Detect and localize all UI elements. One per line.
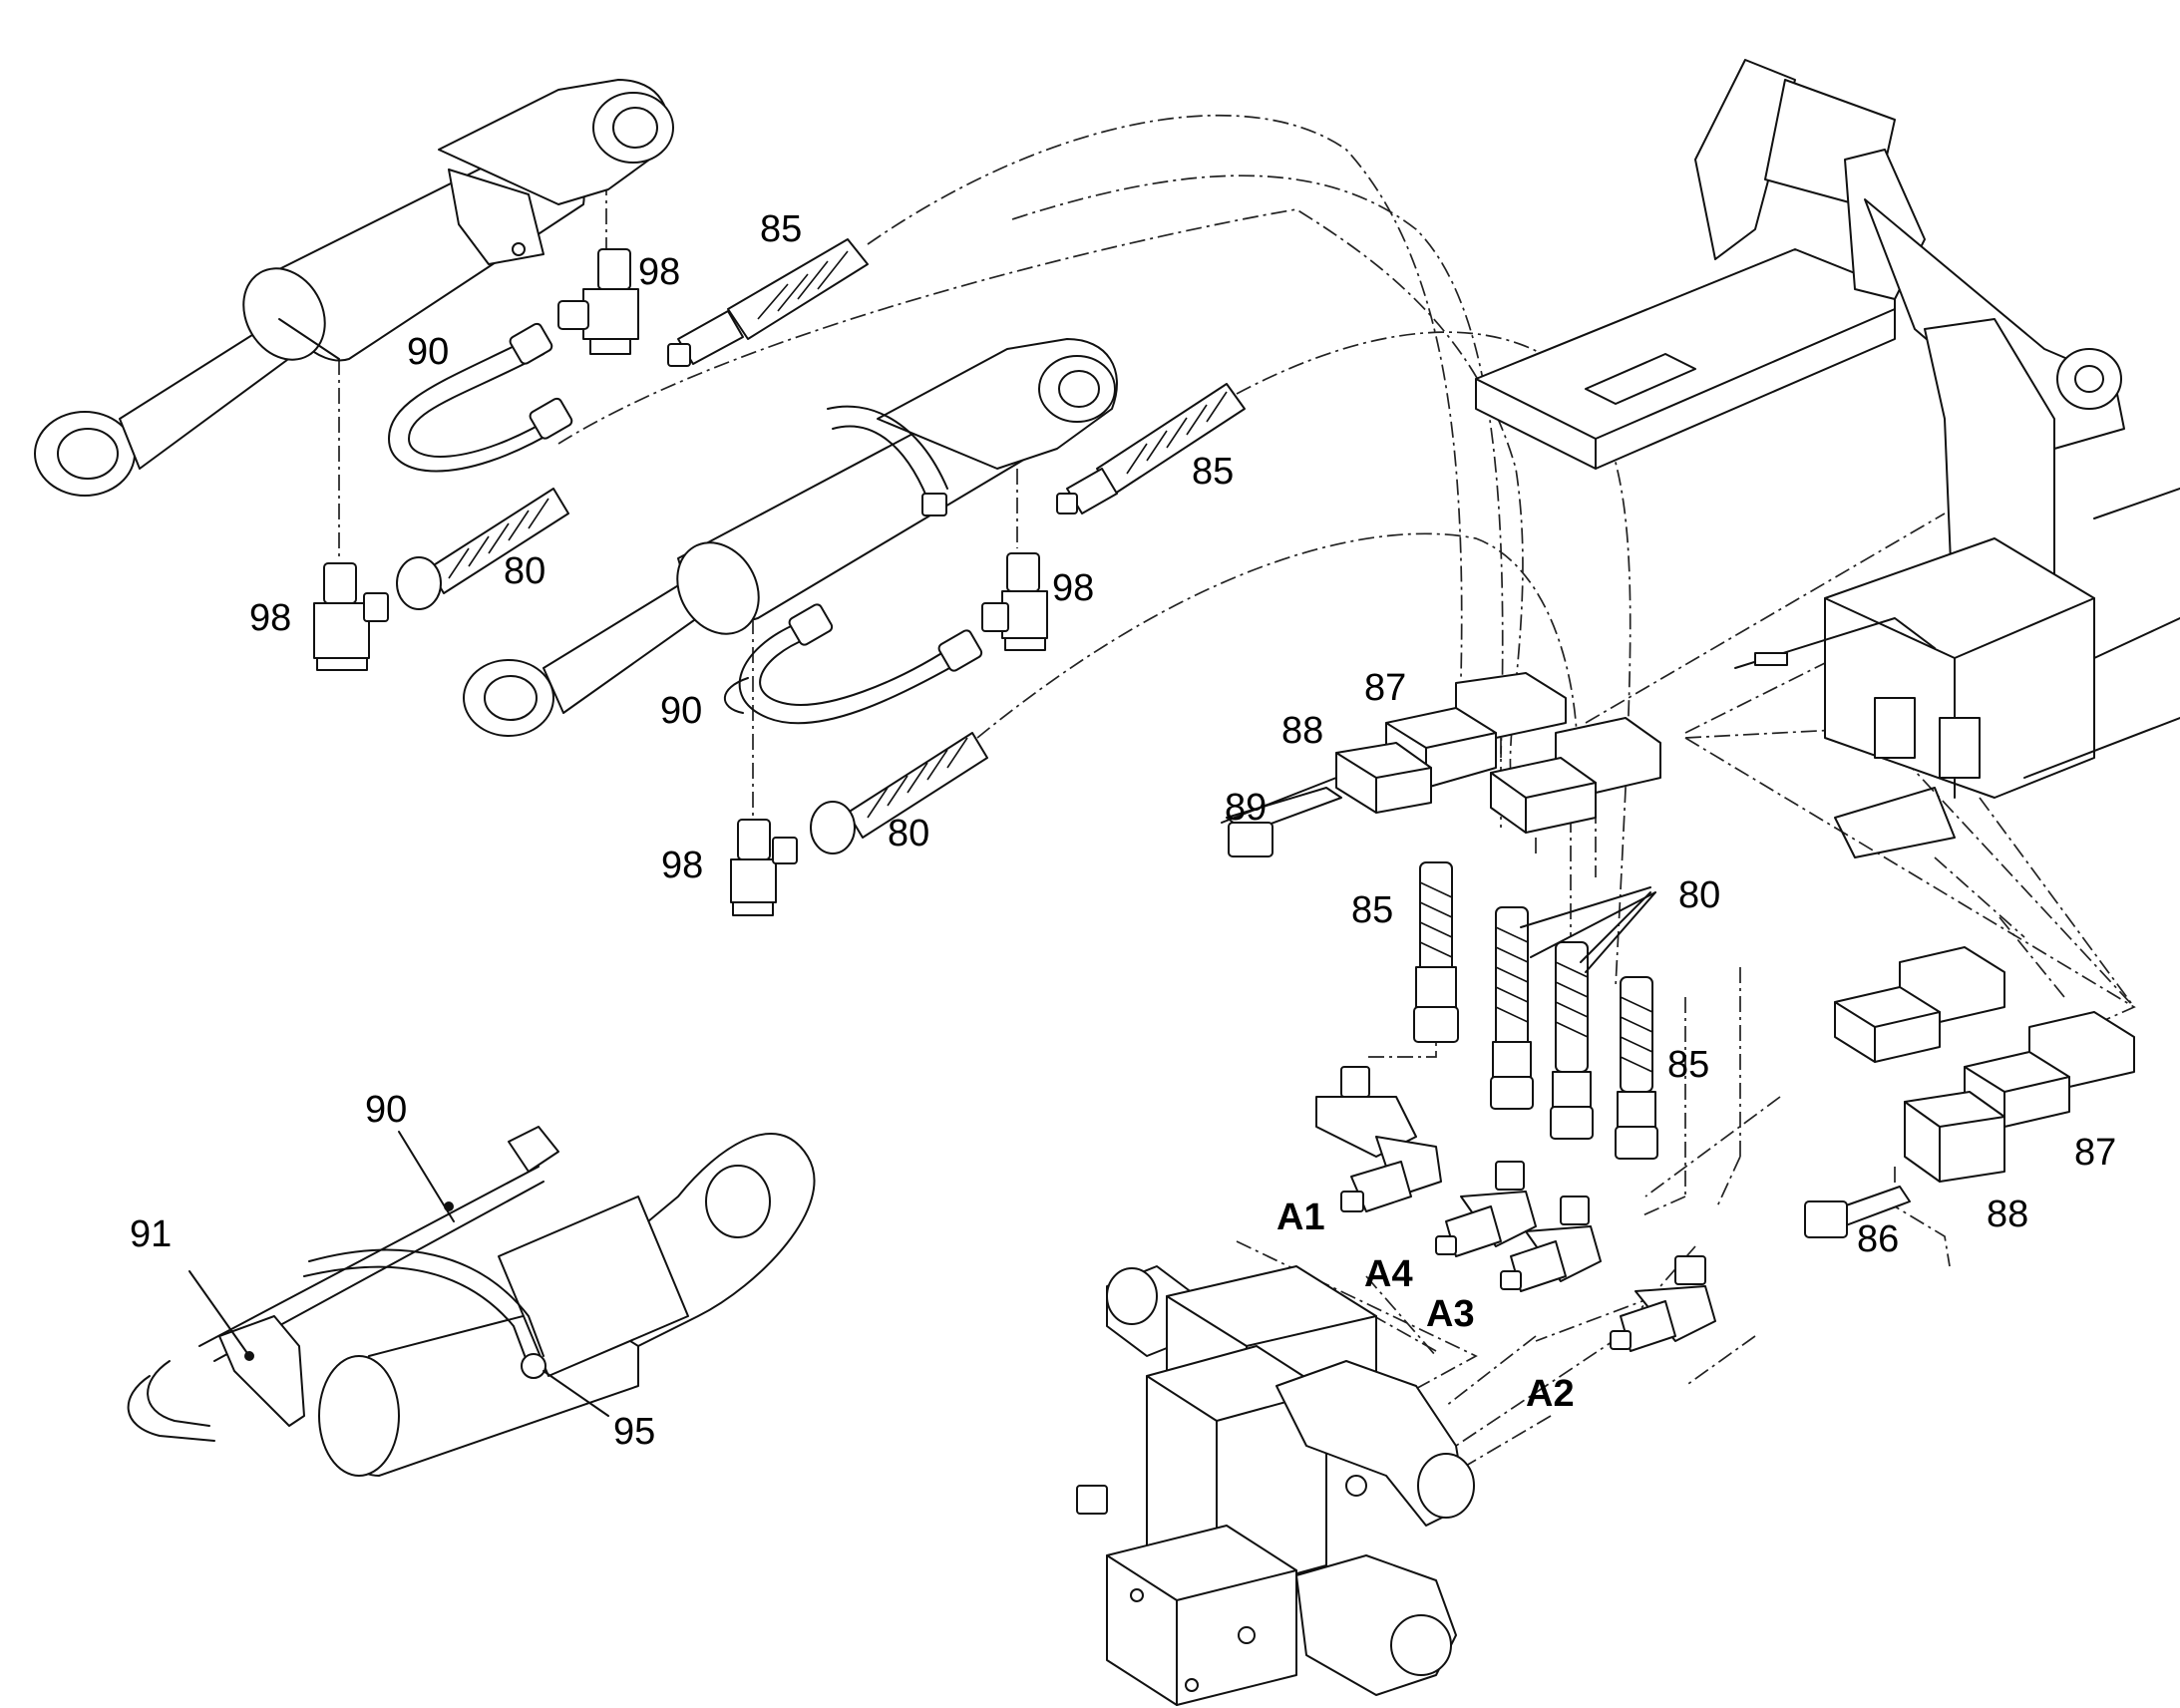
hose-80-b [1550, 941, 1594, 1140]
bent-tube-90-top [388, 322, 573, 473]
callout-89-bolt: 89 [1225, 787, 1267, 829]
elbow-a3 [1500, 1196, 1602, 1292]
right-clamp-group [1804, 946, 2135, 1238]
callout-98-top: 98 [638, 251, 680, 293]
valve-block [1076, 1265, 1475, 1706]
fitting-98-top [557, 248, 639, 355]
callout-86-bolt: 86 [1857, 1218, 1899, 1260]
hose-85-top [667, 238, 869, 367]
cylinder-detail [127, 1126, 816, 1477]
callout-91-bracket: 91 [130, 1213, 172, 1255]
hose-85-mid [1056, 383, 1246, 514]
callout-85-mid: 85 [1192, 451, 1234, 493]
fitting-98-left [313, 562, 389, 671]
callout-88-block: 88 [1281, 710, 1323, 752]
callout-98-low: 98 [661, 845, 703, 886]
bent-tube-90-mid [723, 603, 983, 725]
callout-90-top: 90 [407, 331, 449, 373]
hose-80-a [1490, 906, 1534, 1110]
elbow-fittings [1315, 1066, 1716, 1352]
fitting-98-mid [981, 552, 1048, 651]
elbow-a2 [1610, 1255, 1716, 1352]
hose-85-a [1413, 861, 1459, 1043]
cylinder-upper [34, 79, 674, 497]
hose-85-b [1615, 976, 1658, 1160]
fitting-98-low [730, 819, 798, 916]
hose-80-mid [810, 732, 988, 854]
part-callouts: 85 98 90 80 98 85 98 90 80 98 87 88 89 8… [130, 208, 2116, 1453]
leader-lines [188, 777, 1651, 1417]
callout-90-bottom: 90 [365, 1089, 407, 1131]
callout-80-top: 80 [504, 550, 545, 592]
callout-98-left: 98 [249, 597, 291, 639]
clamp-block-group [1226, 672, 1661, 857]
callout-80-hoses: 80 [1678, 874, 1720, 916]
callout-85-hose-a: 85 [1351, 889, 1393, 931]
machine-frame [1475, 59, 2180, 858]
port-label-a4: A4 [1364, 1253, 1413, 1295]
elbow-a4 [1435, 1161, 1537, 1257]
callout-87-right: 87 [2074, 1132, 2116, 1174]
callout-98-mid: 98 [1052, 567, 1094, 609]
callout-85-top: 85 [760, 208, 802, 250]
callout-95-clamp: 95 [613, 1411, 655, 1453]
port-label-a3: A3 [1426, 1293, 1475, 1335]
callout-88-right: 88 [1987, 1194, 2028, 1235]
callout-85-hose-b: 85 [1667, 1044, 1709, 1086]
port-label-a2: A2 [1526, 1373, 1575, 1415]
cylinder-middle [463, 338, 1118, 737]
vertical-hoses [1413, 861, 1658, 1160]
callout-87-block: 87 [1364, 667, 1406, 709]
port-label-a1: A1 [1276, 1196, 1325, 1238]
callout-80-mid: 80 [888, 813, 929, 854]
elbow-a1 [1315, 1066, 1442, 1212]
callout-90-mid: 90 [660, 690, 702, 732]
hose-80-top [396, 488, 569, 610]
